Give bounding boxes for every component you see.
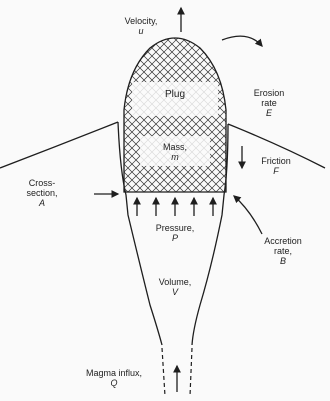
left-flank [0,122,118,168]
volume-label-text: Volume, [159,277,192,287]
velocity-symbol: u [138,26,143,36]
accretion-label: Accretion rate, B [264,236,302,266]
pressure-label-text: Pressure, [156,223,195,233]
friction-symbol: F [273,166,279,176]
cross-section-label-text-2: section, [26,188,57,198]
erosion-label-text-2: rate [261,98,277,108]
plug-label: Plug [165,90,185,100]
volume-symbol: V [172,287,178,297]
accretion-label-text-2: rate, [274,246,292,256]
magma-influx-label: Magma influx, Q [86,368,142,388]
pressure-arrows [137,198,213,216]
erosion-label: Erosion rate E [254,88,285,118]
mass-label-text: Mass, [163,142,187,152]
mass-symbol: m [171,152,179,162]
friction-label: Friction F [261,156,291,176]
accretion-symbol: B [280,256,286,266]
magma-inflow-left [162,348,165,396]
pressure-label: Pressure, P [156,223,195,243]
magma-inflow-right [190,348,192,396]
erosion-arrow [222,36,262,46]
pressure-symbol: P [172,233,178,243]
magma-influx-symbol: Q [110,378,117,388]
magma-influx-label-text: Magma influx, [86,368,142,378]
accretion-label-text-1: Accretion [264,236,302,246]
mass-label: Mass, m [163,142,187,162]
accretion-arrow [234,196,262,234]
velocity-label-text: Velocity, [125,16,158,26]
plug-label-text: Plug [165,89,185,100]
cross-section-symbol: A [39,198,45,208]
erosion-label-text-1: Erosion [254,88,285,98]
friction-label-text: Friction [261,156,291,166]
cross-section-label: Cross- section, A [26,178,57,208]
erosion-symbol: E [266,108,272,118]
volume-label: Volume, V [159,277,192,297]
velocity-label: Velocity, u [125,16,158,36]
cross-section-label-text-1: Cross- [29,178,56,188]
